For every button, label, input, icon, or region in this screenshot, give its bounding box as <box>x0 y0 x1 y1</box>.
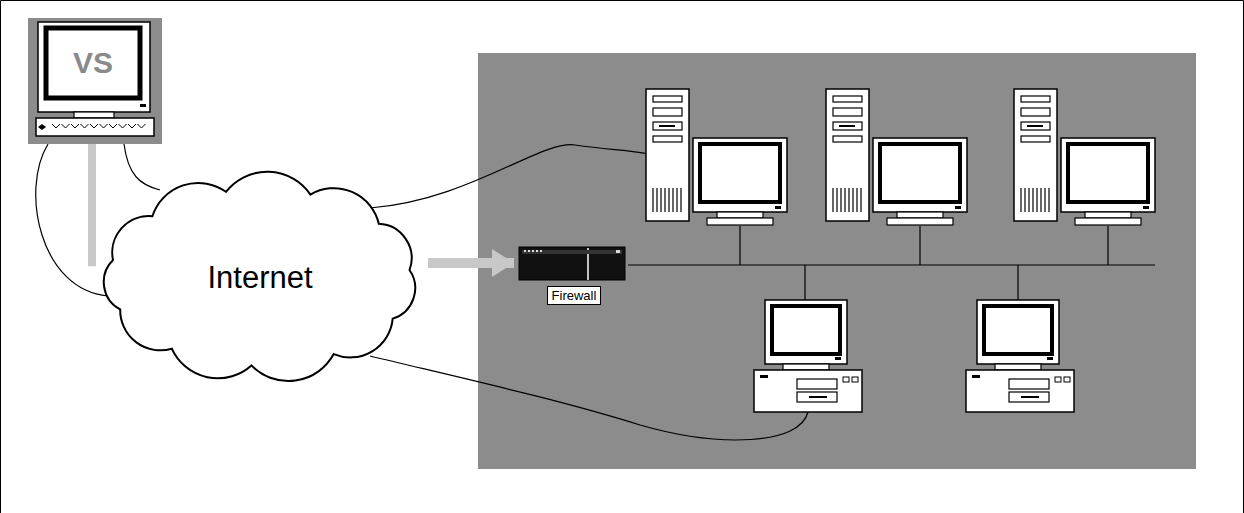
desktop-computer <box>966 300 1074 412</box>
link-line <box>88 144 96 266</box>
desktop-computer <box>754 300 862 412</box>
tower-computer <box>646 89 787 225</box>
tower-computer <box>1014 89 1155 225</box>
flow-arrow <box>428 258 514 268</box>
monitor-icon <box>28 18 162 144</box>
computers <box>646 89 1155 412</box>
lan-area <box>478 53 1196 469</box>
firewall-device: Firewall <box>518 246 630 310</box>
tower-computer <box>826 89 967 225</box>
vs-terminal: VS <box>28 18 162 144</box>
cloud-label: Internet <box>207 260 312 296</box>
terminal-label: VS <box>73 46 113 80</box>
device-label: Firewall <box>547 286 602 305</box>
lan-bus <box>628 226 1155 300</box>
remote-wires <box>36 144 808 440</box>
internet-cloud: Internet <box>80 165 440 390</box>
firewall-box <box>518 246 630 282</box>
